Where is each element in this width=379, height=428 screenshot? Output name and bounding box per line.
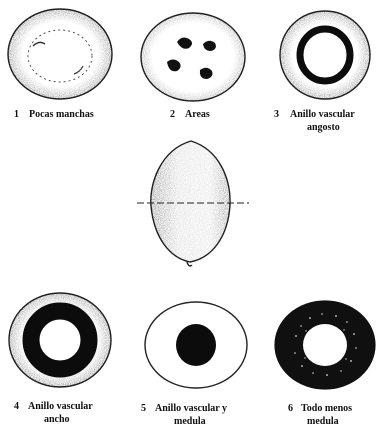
caption-1: 1 Pocas manchas [14,109,94,120]
caption-6: 6 Todo menos medula [288,403,352,427]
caption-6-line-1: Todo menos [301,403,352,414]
caption-4-line-2: ancho [44,414,70,425]
caption-5-num: 5 [141,403,146,414]
caption-2-num: 2 [170,109,175,120]
caption-3-num: 3 [274,109,279,120]
panel-5-anillo-y-medula [145,302,247,388]
caption-1-line-1: Pocas manchas [29,109,94,120]
caption-5-line-1: Anillo vascular y [155,403,227,414]
caption-6-line-2: medula [307,416,339,427]
caption-4-line-1: Anillo vascular [28,401,93,412]
caption-5: 5 Anillo vascular y medula [141,403,227,427]
caption-5-line-2: medula [174,416,206,427]
panel-1-pocas-manchas [8,9,112,99]
caption-6-num: 6 [288,403,293,414]
panel-3-anillo-angosto [280,11,370,99]
panel-6-todo-menos-medula [275,301,375,389]
caption-3-line-2: angosto [307,122,340,133]
tuber-longitudinal [137,141,249,266]
caption-4-num: 4 [14,401,19,412]
caption-2: 2 Areas [170,109,210,120]
panel-2-areas [141,13,245,101]
panel-4-anillo-ancho [9,293,111,387]
caption-3: 3 Anillo vascular angosto [274,109,355,133]
caption-2-line-1: Areas [185,109,210,120]
caption-1-num: 1 [14,109,19,120]
caption-4: 4 Anillo vascular ancho [14,401,93,425]
caption-3-line-1: Anillo vascular [290,109,355,120]
